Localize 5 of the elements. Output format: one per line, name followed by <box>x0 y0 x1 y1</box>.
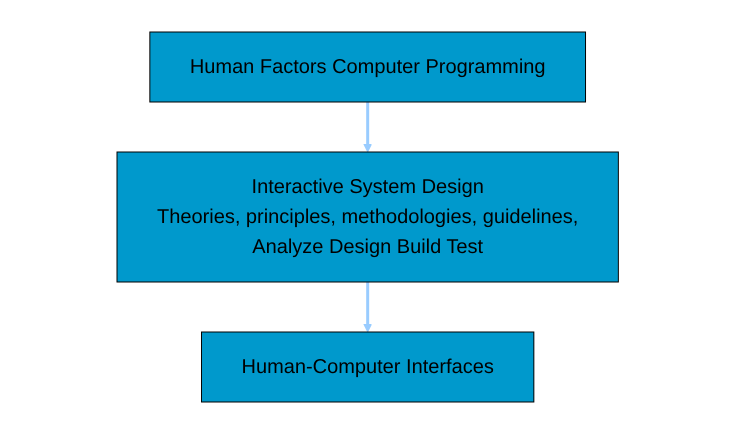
node-box: Interactive System Design Theories, principles, methodologies, guidelines, Analyze Design Build Test <box>116 152 619 282</box>
node-box: Human-Computer Interfaces <box>200 332 534 402</box>
node-box: Human Factors Computer Programming <box>149 32 586 102</box>
arrow <box>363 102 372 152</box>
arrow <box>363 282 372 332</box>
